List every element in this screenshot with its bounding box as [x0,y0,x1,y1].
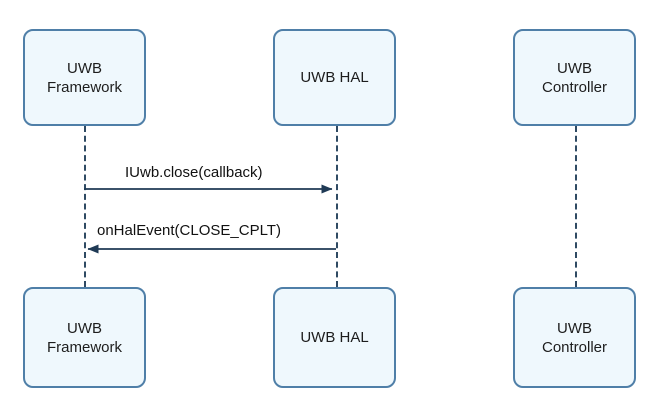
participant-head-uwb-framework-label: UWB Framework [46,59,122,96]
participant-foot-uwb-controller[interactable]: UWB Controller [513,287,636,388]
lifeline-uwb-framework [84,126,86,287]
participant-head-uwb-controller[interactable]: UWB Controller [513,29,636,126]
participant-foot-uwb-framework[interactable]: UWB Framework [23,287,146,388]
lifeline-uwb-controller [575,126,577,287]
participant-foot-uwb-framework-label: UWB Framework [46,319,122,356]
message-label-close: IUwb.close(callback) [125,164,263,181]
participant-foot-uwb-controller-label: UWB Controller [541,319,608,356]
participant-foot-uwb-hal[interactable]: UWB HAL [273,287,396,388]
participant-foot-uwb-hal-label: UWB HAL [300,329,369,346]
participant-head-uwb-framework[interactable]: UWB Framework [23,29,146,126]
participant-head-uwb-hal-label: UWB HAL [300,69,369,86]
participant-head-uwb-controller-label: UWB Controller [541,59,608,96]
participant-head-uwb-hal[interactable]: UWB HAL [273,29,396,126]
message-label-close-cplt: onHalEvent(CLOSE_CPLT) [97,222,281,239]
lifeline-uwb-hal [336,126,338,287]
